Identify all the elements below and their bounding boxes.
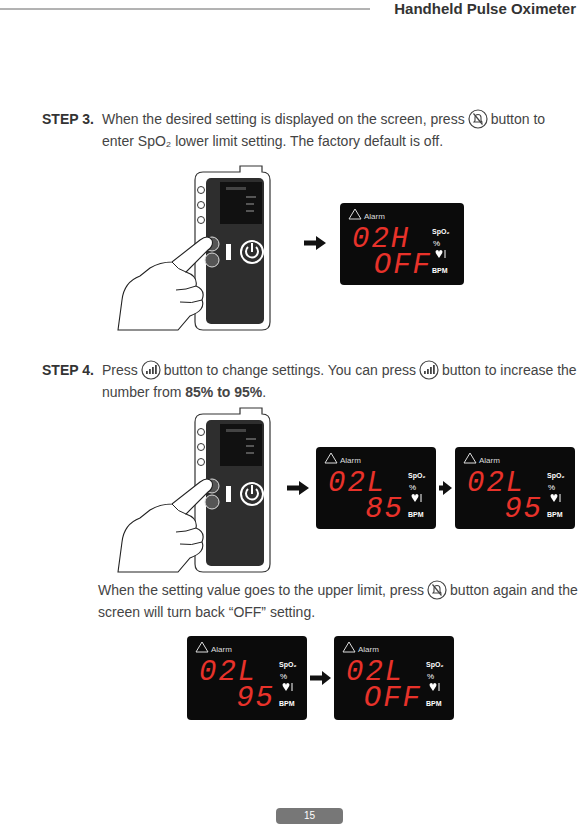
signal-button-icon — [419, 360, 439, 380]
unit-label: % — [280, 672, 287, 681]
display-digits: 95 — [236, 684, 275, 713]
alarm-button-icon — [468, 109, 488, 129]
display-digits: 02L — [328, 469, 386, 498]
unit-label: % — [433, 239, 440, 248]
step-body: Press button to change settings. You can … — [102, 359, 578, 403]
instruction-text: When the setting value goes to the upper… — [98, 582, 424, 598]
range-text: 85% to 95% — [185, 384, 262, 400]
flow-arrow — [439, 481, 452, 495]
unit-label: BPM — [279, 700, 295, 707]
punctuation: . — [262, 384, 266, 400]
display-digits: 02L — [467, 469, 525, 498]
step-label: STEP 4. — [42, 359, 102, 403]
unit-label: SpO₂ — [432, 228, 450, 235]
step-body: When the desired setting is displayed on… — [102, 108, 578, 152]
header-rule — [0, 9, 370, 10]
unit-label: BPM — [432, 267, 448, 274]
display-digits: 02H — [352, 225, 410, 254]
flow-arrow — [310, 671, 331, 685]
display-digits: 85 — [365, 495, 404, 524]
note-paragraph: When the setting value goes to the upper… — [98, 579, 578, 623]
display-digits: OFF — [374, 251, 432, 280]
unit-label: BPM — [547, 511, 563, 518]
unit-label: SpO₂ — [408, 472, 426, 479]
alarm-label: Alarm — [364, 212, 385, 221]
device-illustration — [118, 166, 270, 330]
arrow — [304, 236, 326, 250]
alarm-label: Alarm — [211, 645, 232, 654]
alarm-button-icon — [427, 580, 447, 600]
instruction-text: Press — [102, 362, 138, 378]
page-number-pill: 15 — [276, 808, 343, 824]
lcd-screen: Alarm 02L95 SpO₂% BPM — [187, 636, 307, 720]
lcd-screen: Alarm 02L85 SpO₂% BPM — [316, 447, 436, 529]
lcd-screen: Alarm 02L95 SpO₂% BPM — [455, 447, 575, 529]
page-title: Handheld Pulse Oximeter — [394, 0, 576, 17]
alarm-label: Alarm — [479, 456, 500, 465]
step-paragraph: STEP 3. When the desired setting is disp… — [42, 108, 578, 152]
instruction-text: button to change settings. You can press — [164, 362, 416, 378]
unit-label: BPM — [408, 511, 424, 518]
unit-label: SpO₂ — [547, 472, 565, 479]
unit-label: % — [409, 483, 416, 492]
device-illustration — [118, 408, 270, 572]
alarm-label: Alarm — [358, 645, 379, 654]
signal-button-icon — [141, 360, 161, 380]
page-number: 15 — [304, 810, 315, 821]
note-body: When the setting value goes to the upper… — [98, 579, 578, 623]
step-paragraph: STEP 4. Press button to change settings. … — [42, 359, 578, 403]
arrow — [287, 481, 309, 495]
unit-label: % — [427, 672, 434, 681]
alarm-label: Alarm — [340, 456, 361, 465]
unit-label: SpO₂ — [279, 661, 297, 668]
display-digits: 95 — [504, 495, 543, 524]
instruction-text: When the desired setting is displayed on… — [102, 111, 465, 127]
display-digits: OFF — [364, 684, 422, 713]
lcd-screen: Alarm 02LOFF SpO₂% BPM — [334, 636, 454, 720]
unit-label: BPM — [426, 700, 442, 707]
unit-label: % — [548, 483, 555, 492]
display-digits: 02L — [346, 658, 404, 687]
lcd-screen: Alarm 02HOFF SpO₂% BPM — [340, 203, 464, 285]
unit-label: SpO₂ — [426, 661, 444, 668]
display-digits: 02L — [199, 658, 257, 687]
step-label: STEP 3. — [42, 108, 102, 152]
